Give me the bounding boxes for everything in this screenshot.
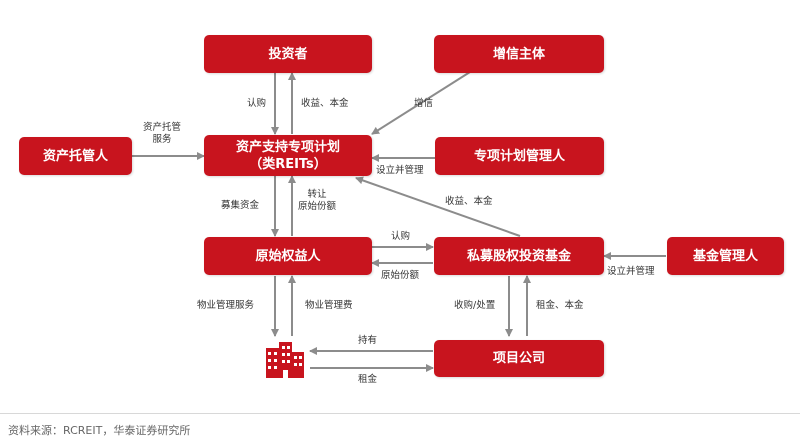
edge-label-income-principal-top: 收益、本金: [301, 98, 349, 109]
node-credit-enhancer: 增信主体: [434, 35, 604, 73]
edge-label-custody-line1: 资产托管: [143, 122, 182, 133]
node-fund-manager: 基金管理人: [667, 237, 784, 275]
edge-label-transfer-line2: 原始份额: [298, 201, 337, 212]
edge-label-rent: 租金: [358, 374, 378, 385]
edge-label-original-shares: 原始份额: [381, 270, 420, 281]
node-original-owner: 原始权益人: [204, 237, 372, 275]
footer-divider: [0, 413, 800, 414]
node-plan-manager: 专项计划管理人: [435, 137, 604, 175]
edge-label-raise-funds: 募集资金: [221, 200, 260, 211]
node-abs-plan-label: 资产支持专项计划: [235, 139, 340, 155]
edge-label-income-principal-mid: 收益、本金: [445, 196, 493, 207]
edge-label-rent-principal: 租金、本金: [536, 300, 584, 311]
arrow-credit-enhance: [371, 71, 471, 135]
edge-label-setup-manage-plan: 设立并管理: [376, 165, 424, 176]
edge-label-credit-enhance: 增信: [414, 98, 434, 109]
edge-label-subscribe-mid: 认购: [391, 231, 411, 242]
node-plan-manager-label: 专项计划管理人: [473, 148, 565, 164]
edge-label-property-mgmt-service: 物业管理服务: [197, 300, 255, 311]
edge-label-transfer: 转让 原始份额: [298, 189, 336, 213]
node-asset-custodian: 资产托管人: [19, 137, 132, 175]
node-asset-custodian-label: 资产托管人: [42, 148, 108, 164]
building-icon: [264, 340, 306, 378]
edge-label-subscribe-top: 认购: [247, 98, 267, 109]
node-abs-plan: 资产支持专项计划 （类REITs）: [204, 135, 372, 176]
node-project-company: 项目公司: [434, 340, 604, 377]
edge-label-transfer-line1: 转让: [307, 189, 327, 200]
node-credit-enhancer-label: 增信主体: [492, 46, 545, 62]
node-investor-label: 投资者: [268, 46, 308, 62]
node-pe-fund-label: 私募股权投资基金: [466, 248, 571, 264]
edge-label-setup-manage-fund: 设立并管理: [607, 266, 655, 277]
edge-label-acquire-dispose: 收购/处置: [454, 300, 496, 311]
edge-label-custody: 资产托管 服务: [143, 122, 181, 146]
node-pe-fund: 私募股权投资基金: [434, 237, 604, 275]
node-investor: 投资者: [204, 35, 372, 73]
node-abs-plan-sublabel: （类REITs）: [249, 156, 327, 172]
node-fund-manager-label: 基金管理人: [692, 248, 758, 264]
node-project-company-label: 项目公司: [492, 351, 545, 366]
edge-label-hold: 持有: [358, 335, 378, 346]
edge-label-custody-line2: 服务: [152, 134, 172, 145]
arrow-income-principal-mid: [355, 176, 521, 237]
edge-label-property-mgmt-fee: 物业管理费: [305, 300, 353, 311]
source-note: 资料来源：RCREIT，华泰证券研究所: [8, 424, 191, 437]
node-original-owner-label: 原始权益人: [255, 248, 321, 264]
